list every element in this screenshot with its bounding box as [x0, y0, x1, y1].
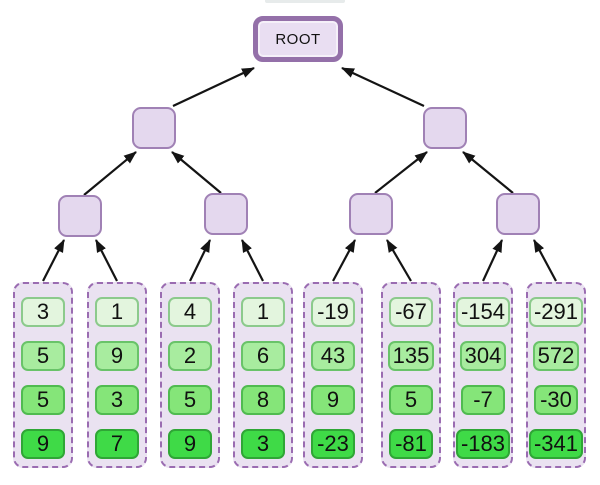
leaf-cell: 3 — [241, 429, 285, 459]
arrow-leaf5-l3c — [332, 239, 356, 282]
leaf-cell: 43 — [311, 341, 355, 371]
leaf-column-8: -291 572 -30 -341 — [526, 282, 586, 468]
leaf-cell: 3 — [95, 385, 139, 415]
arrow-l2right-root — [341, 67, 425, 107]
arrow-l3c-l2right — [374, 151, 428, 194]
internal-node-level3-4 — [496, 193, 540, 235]
leaf-column-5: -19 43 9 -23 — [303, 282, 363, 468]
root-node: ROOT — [253, 16, 343, 62]
leaf-cell: 9 — [311, 385, 355, 415]
leaf-column-6: -67 135 5 -81 — [381, 282, 441, 468]
arrow-leaf2-l3a — [95, 239, 118, 282]
leaf-column-4: 1 6 8 3 — [233, 282, 293, 468]
internal-node-level2-right — [423, 107, 467, 149]
leaf-cell: 4 — [168, 297, 212, 327]
leaf-cell: 9 — [168, 429, 212, 459]
leaf-cell: -81 — [389, 429, 433, 459]
leaf-cell: 9 — [21, 429, 65, 459]
leaf-cell: 3 — [21, 297, 65, 327]
leaf-cell: 1 — [95, 297, 139, 327]
leaf-cell: 6 — [241, 341, 285, 371]
leaf-column-1: 3 5 5 9 — [13, 282, 73, 468]
leaf-cell: 9 — [95, 341, 139, 371]
leaf-cell: 5 — [168, 385, 212, 415]
leaf-cell: -30 — [534, 385, 578, 415]
arrow-leaf6-l3c — [386, 239, 412, 282]
leaf-cell: 572 — [532, 341, 580, 371]
leaf-column-7: -154 304 -7 -183 — [453, 282, 513, 468]
leaf-cell: -183 — [455, 429, 511, 459]
arrow-leaf7-l3d — [482, 239, 503, 282]
leaf-column-2: 1 9 3 7 — [87, 282, 147, 468]
internal-node-level3-2 — [204, 193, 248, 235]
leaf-cell: 1 — [241, 297, 285, 327]
leaf-cell: 304 — [459, 341, 507, 371]
arrow-leaf8-l3d — [533, 239, 557, 282]
internal-node-level3-1 — [58, 195, 102, 237]
leaf-column-3: 4 2 5 9 — [160, 282, 220, 468]
leaf-cell: -341 — [528, 429, 584, 459]
arrow-l3a-l2left — [83, 151, 137, 196]
leaf-cell: 7 — [95, 429, 139, 459]
leaf-cell: -7 — [461, 385, 505, 415]
arrow-leaf4-l3b — [241, 239, 264, 282]
internal-node-level2-left — [132, 107, 176, 149]
leaf-cell: 5 — [21, 385, 65, 415]
leaf-cell: -291 — [528, 297, 584, 327]
leaf-cell: -23 — [311, 429, 355, 459]
internal-node-level3-3 — [349, 193, 393, 235]
leaf-cell: -154 — [455, 297, 511, 327]
arrow-l2left-root — [172, 67, 255, 107]
leaf-cell: 2 — [168, 341, 212, 371]
cropped-top-artifact — [265, 0, 345, 3]
arrow-leaf3-l3b — [189, 239, 211, 282]
leaf-cell: -19 — [311, 297, 355, 327]
arrow-edges — [42, 67, 557, 282]
arrow-leaf1-l3a — [42, 239, 65, 282]
leaf-cell: -67 — [389, 297, 433, 327]
arrow-l3d-l2right — [462, 151, 514, 194]
leaf-cell: 8 — [241, 385, 285, 415]
leaf-cell: 135 — [387, 341, 435, 371]
arrow-l3b-l2left — [171, 151, 222, 194]
leaf-cell: 5 — [389, 385, 433, 415]
leaf-cell: 5 — [21, 341, 65, 371]
